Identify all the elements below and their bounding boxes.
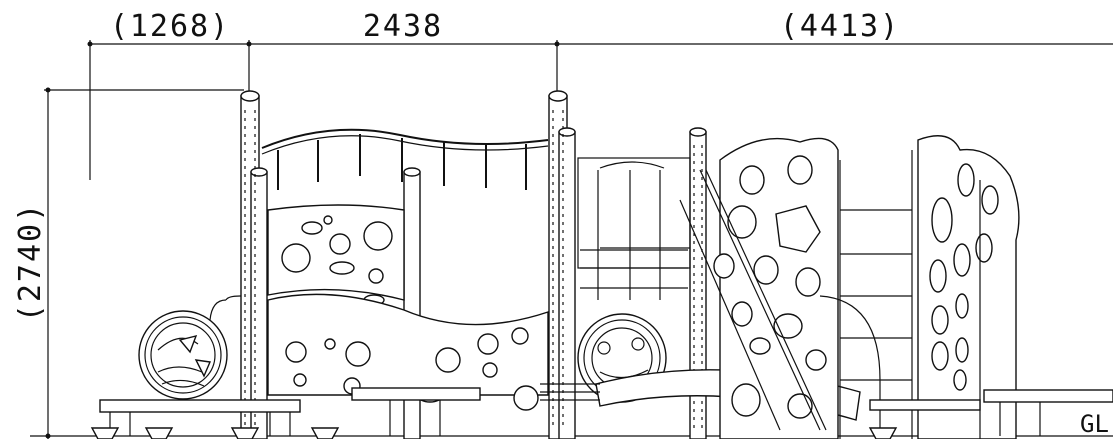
climbing-panel-holes xyxy=(267,204,405,306)
ladder-bars xyxy=(600,160,912,439)
platforms xyxy=(90,387,1113,439)
ground-level-label: GL xyxy=(1080,410,1109,438)
monkey-bar-arch xyxy=(261,128,549,190)
right-climbing-panel xyxy=(911,135,1020,439)
dimension-top-2: 2438 xyxy=(363,9,443,44)
dimension-lines xyxy=(44,40,1113,439)
dimension-top-1: (1268) xyxy=(110,9,230,44)
wavy-climbing-panel xyxy=(267,293,549,411)
net-climber xyxy=(577,157,691,300)
boulder-rock-wall xyxy=(713,137,839,439)
dimension-top-3: (4413) xyxy=(780,9,900,44)
spinner-wheel-left xyxy=(138,295,241,400)
rope-climber xyxy=(679,169,827,431)
dimension-left: (2740) xyxy=(13,202,48,322)
